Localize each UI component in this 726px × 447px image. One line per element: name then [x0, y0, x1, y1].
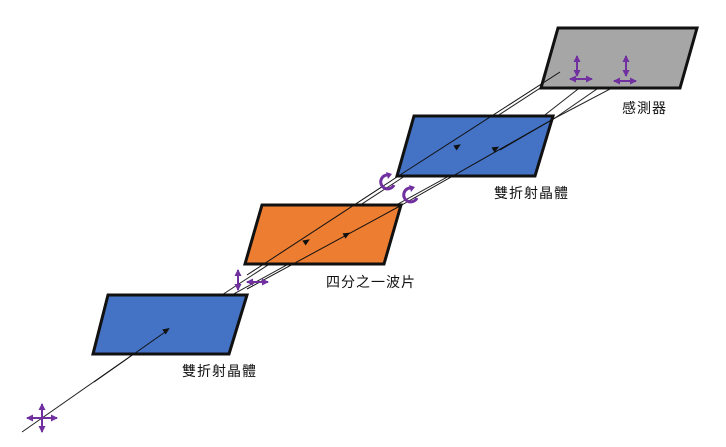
- crystal-top-plate: [395, 114, 556, 178]
- arrowhead-icon: [342, 232, 351, 239]
- double-arrow-icon: [569, 55, 637, 85]
- rays-over-plates: [93, 71, 561, 383]
- wave-plate-label: 四分之一波片: [326, 275, 416, 291]
- circular-arrow-icon: [379, 172, 396, 191]
- sensor-label: 感測器: [622, 101, 667, 117]
- circular-arrow-icon: [402, 185, 419, 204]
- arrowhead-icon: [302, 239, 310, 246]
- crossed-double-arrows-icon: [26, 403, 58, 433]
- crystal-top-label: 雙折射晶體: [494, 186, 569, 202]
- wave-plate: [243, 203, 403, 266]
- ray-direction-arrows: [162, 144, 500, 335]
- sensor-plate: [539, 26, 699, 90]
- arrowhead-icon: [453, 144, 461, 151]
- crystal-bottom-plate: [91, 293, 250, 356]
- arrowhead-icon: [162, 327, 170, 335]
- crystal-bottom-label: 雙折射晶體: [182, 364, 257, 380]
- double-arrow-icon: [234, 269, 269, 291]
- arrowhead-icon: [491, 146, 500, 153]
